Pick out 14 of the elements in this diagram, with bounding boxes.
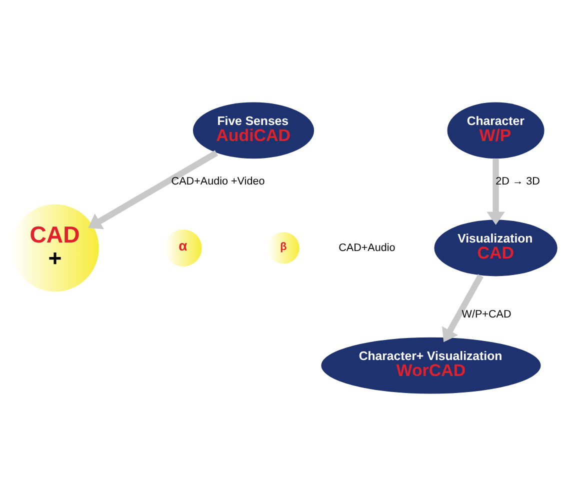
edge-label: W/P+CAD [462, 308, 512, 320]
edge-label: 2D → 3D [496, 174, 540, 187]
node-circle: CAD + [12, 204, 99, 292]
arrow [442, 274, 484, 342]
arrow [486, 158, 505, 224]
node-circle: α [164, 228, 202, 266]
node-ellipse: Character+ Visualization WorCAD [321, 336, 541, 394]
node-ellipse: Character W/P [447, 102, 544, 158]
node-ellipse: Five Senses AudiCAD [192, 102, 314, 158]
edge-label: CAD+Audio +Video [171, 174, 265, 187]
arrow [88, 150, 218, 229]
label: CAD+Audio [338, 241, 396, 254]
node-circle: β [268, 232, 300, 264]
node-ellipse: Visualization CAD [434, 219, 558, 276]
